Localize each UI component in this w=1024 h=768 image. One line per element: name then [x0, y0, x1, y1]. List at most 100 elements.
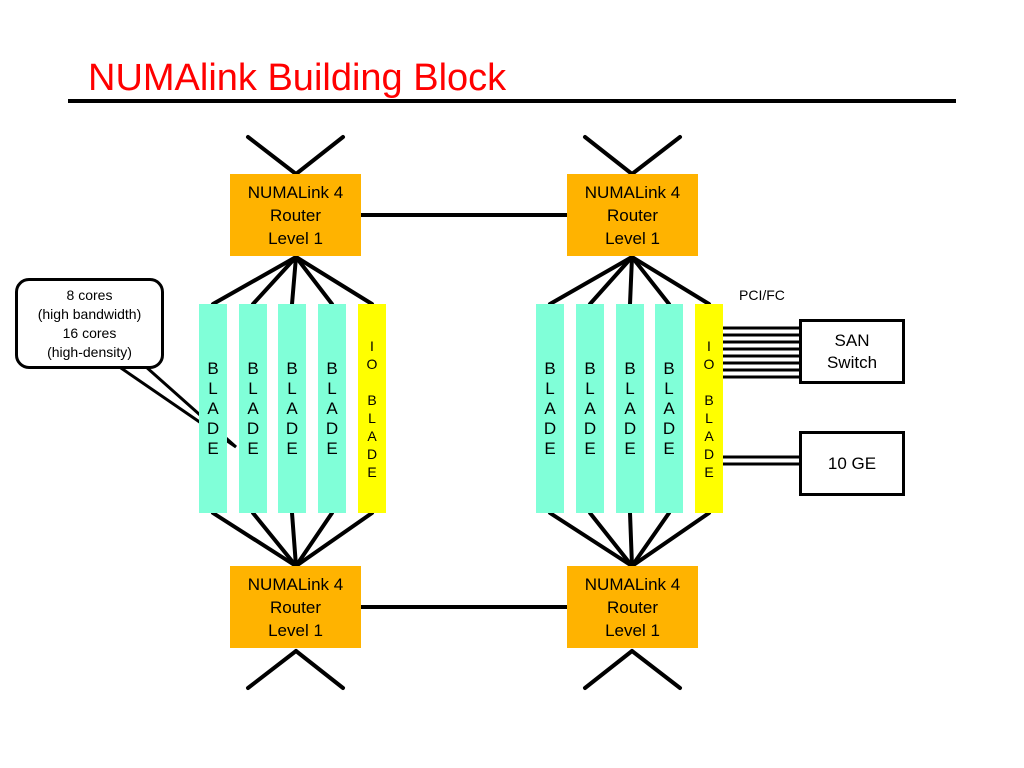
router-label: Level 1 — [605, 620, 660, 640]
blade-letter: D — [246, 418, 260, 438]
blade-letter: A — [326, 398, 338, 418]
io-blade-letter: O — [366, 355, 378, 372]
router-label: NUMALink 4 — [247, 574, 344, 594]
io-blade-letter: L — [705, 409, 713, 426]
blade-letter: D — [206, 418, 220, 438]
blade-letter: L — [585, 378, 595, 398]
router-bottom-right: NUMALink 4 Router Level 1 — [567, 566, 698, 648]
blade-letter: B — [624, 358, 636, 378]
blade-letter: A — [247, 398, 259, 418]
san-switch: SAN Switch — [799, 319, 905, 384]
blade-letter: A — [584, 398, 596, 418]
blade: B L A D E — [655, 304, 683, 513]
callout-line: (high bandwidth) — [37, 305, 142, 322]
blade-letter: D — [285, 418, 299, 438]
blade: B L A D E — [199, 304, 227, 513]
blade-letter: A — [624, 398, 636, 418]
downlink-line — [294, 649, 345, 690]
router-label: NUMALink 4 — [247, 182, 344, 202]
io-blade-letter: B — [367, 391, 377, 408]
blade: B L A D E — [318, 304, 346, 513]
blade: B L A D E — [536, 304, 564, 513]
blade-letter: A — [207, 398, 219, 418]
blade-letter: E — [584, 438, 596, 458]
cores-callout: 8 cores (high bandwidth) 16 cores (high-… — [15, 278, 164, 369]
io-blade-letter: A — [704, 427, 714, 444]
router-label: Router — [269, 597, 322, 617]
router-label: Router — [269, 205, 322, 225]
io-blade-letter: E — [367, 463, 377, 480]
downlink-line — [630, 649, 682, 690]
san-switch-label: Switch — [826, 352, 878, 372]
blade-letter: E — [326, 438, 338, 458]
blade: B L A D E — [616, 304, 644, 513]
blade-letter: D — [623, 418, 637, 438]
blade: B L A D E — [239, 304, 267, 513]
io-blade-letter: A — [367, 427, 377, 444]
blade-letter: L — [248, 378, 258, 398]
blade-letter: L — [664, 378, 674, 398]
callout-line: 16 cores — [62, 324, 117, 341]
blade-letter: E — [544, 438, 556, 458]
san-switch-label: SAN — [834, 330, 870, 350]
blade-letter: L — [287, 378, 297, 398]
title-underline — [68, 99, 956, 103]
blade: B L A D E — [278, 304, 306, 513]
blade-letter: E — [624, 438, 636, 458]
blade-letter: B — [663, 358, 675, 378]
ten-ge-label: 10 GE — [827, 453, 877, 473]
router-top-left: NUMALink 4 Router Level 1 — [230, 174, 361, 256]
blade-letter: B — [544, 358, 556, 378]
blade-letter: E — [286, 438, 298, 458]
blade-letter: E — [207, 438, 219, 458]
blade-letter: E — [663, 438, 675, 458]
blade-letter: A — [544, 398, 556, 418]
router-label: NUMALink 4 — [584, 182, 681, 202]
uplink-line — [630, 135, 682, 176]
blade-letter: B — [584, 358, 596, 378]
io-blade-letter: D — [703, 445, 715, 462]
downlink-line — [246, 649, 298, 690]
blade-letter: B — [207, 358, 219, 378]
router-bottom-left: NUMALink 4 Router Level 1 — [230, 566, 361, 648]
router-label: Level 1 — [268, 228, 323, 248]
io-blade-letter: L — [368, 409, 376, 426]
blade-letter: D — [662, 418, 676, 438]
blade-letter: B — [247, 358, 259, 378]
callout-line: (high-density) — [47, 343, 132, 360]
blade-letter: L — [327, 378, 337, 398]
io-blade-letter: I — [707, 337, 711, 354]
blade-letter: L — [625, 378, 635, 398]
ge-link-bundle — [722, 455, 800, 466]
blade-letter: E — [247, 438, 259, 458]
downlink-line — [583, 649, 634, 690]
blade-letter: B — [326, 358, 338, 378]
router-label: Router — [606, 205, 659, 225]
io-blade: I O B L A D E — [695, 304, 723, 513]
blade-letter: A — [663, 398, 675, 418]
uplink-line — [294, 135, 345, 176]
io-blade-letter: O — [703, 355, 715, 372]
io-blade-letter: I — [370, 337, 374, 354]
blade-letter: L — [208, 378, 218, 398]
blade-letter: D — [583, 418, 597, 438]
callout-line: 8 cores — [66, 286, 113, 303]
blade: B L A D E — [576, 304, 604, 513]
router-top-right: NUMALink 4 Router Level 1 — [567, 174, 698, 256]
io-blade-letter: E — [704, 463, 714, 480]
router-label: Level 1 — [605, 228, 660, 248]
blade-letter: L — [545, 378, 555, 398]
slide-title: NUMAlink Building Block — [88, 57, 507, 99]
router-label: Router — [606, 597, 659, 617]
blade-letter: B — [286, 358, 298, 378]
io-blade: I O B L A D E — [358, 304, 386, 513]
uplink-line — [246, 135, 298, 176]
ten-ge-box: 10 GE — [799, 431, 905, 496]
blade-letter: D — [543, 418, 557, 438]
io-blade-letter: D — [366, 445, 378, 462]
router-label: NUMALink 4 — [584, 574, 681, 594]
san-link-bundle — [722, 326, 800, 379]
router-label: Level 1 — [268, 620, 323, 640]
io-blade-letter: B — [704, 391, 714, 408]
